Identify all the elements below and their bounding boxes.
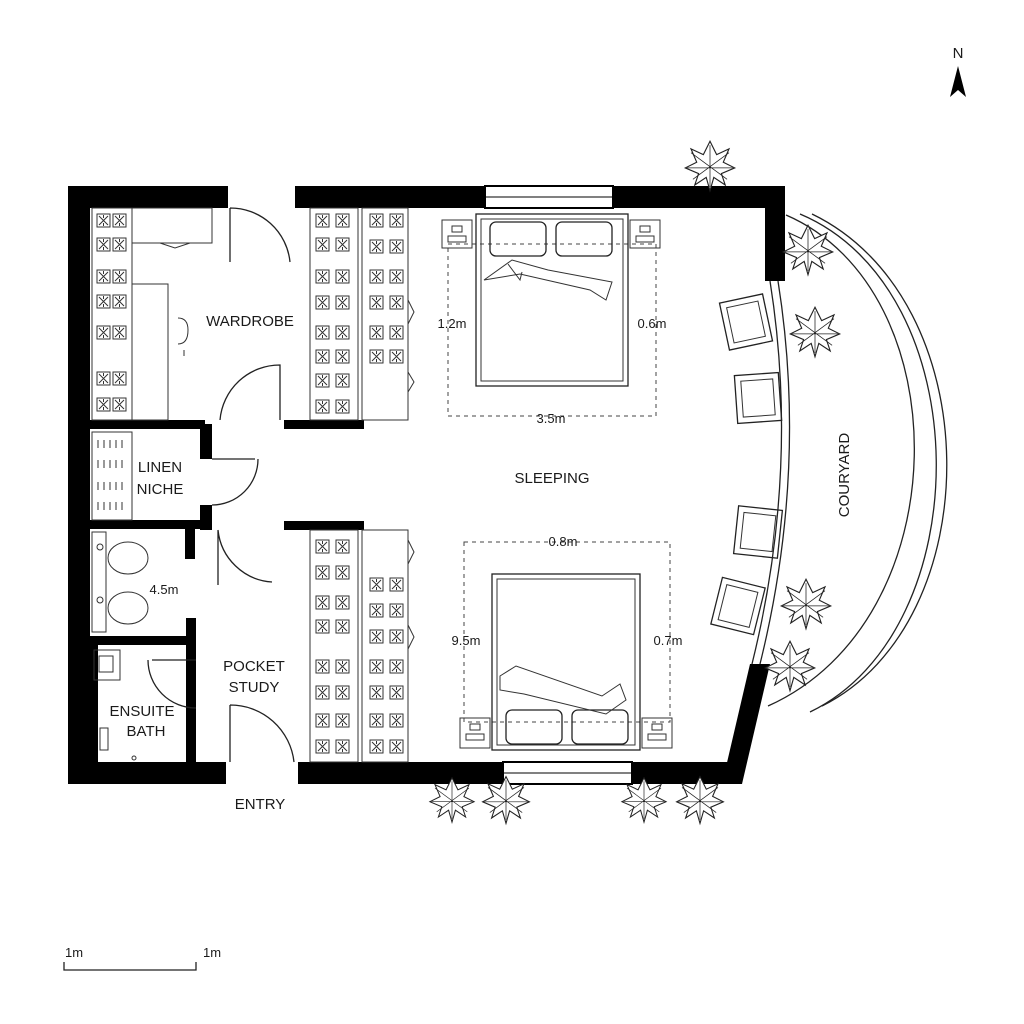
- dimension-bed1-right: 0.6m: [638, 316, 667, 331]
- dimension-bed1-left: 1.2m: [438, 316, 467, 331]
- north-label: N: [953, 45, 964, 62]
- scale-bar: 1m 1m: [63, 945, 221, 971]
- room-label-pocket-line1: POCKET: [223, 658, 285, 675]
- lounge-chairs: [710, 293, 784, 636]
- room-label-linen-line1: LINEN: [138, 459, 182, 476]
- dimension-bed2-left: 9.5m: [452, 633, 481, 648]
- room-label-linen-line2: NICHE: [137, 481, 184, 498]
- plant-icon: [684, 140, 736, 192]
- scale-label-left: 1m: [65, 945, 83, 960]
- entry: ENTRY: [229, 704, 295, 813]
- ensuite-bath: ENSUITE BATH: [93, 649, 197, 761]
- plant-icon: [789, 306, 841, 358]
- north-arrow-icon: [950, 66, 966, 97]
- wardrobe-room: WARDROBE: [91, 207, 294, 421]
- bed-top: 1.2m 0.6m 3.5m: [438, 213, 667, 426]
- room-label-entry: ENTRY: [235, 796, 286, 813]
- pocket-study: POCKET STUDY: [223, 658, 285, 696]
- wardrobe-cabinets-left: [96, 213, 127, 412]
- room-label-pocket-line2: STUDY: [229, 679, 280, 696]
- room-label-courtyard: COURYARD: [836, 433, 853, 518]
- dimension-bed2-top: 0.8m: [549, 534, 578, 549]
- room-label-ensuite-line1: ENSUITE: [109, 703, 174, 720]
- dimension-bed1-bottom: 3.5m: [537, 411, 566, 426]
- dimension-bath-width: 4.5m: [150, 582, 179, 597]
- closet-block-top: [309, 207, 415, 421]
- wc-room: 4.5m: [91, 529, 273, 633]
- plant-icon: [780, 578, 832, 630]
- room-label-sleeping: SLEEPING: [514, 470, 589, 487]
- walls: [68, 185, 785, 785]
- closet-block-bottom: [309, 529, 415, 763]
- room-label-ensuite-line2: BATH: [127, 723, 166, 740]
- courtyard: COURYARD: [751, 213, 948, 713]
- plant-icon: [429, 777, 475, 823]
- room-label-wardrobe: WARDROBE: [206, 313, 294, 330]
- linen-niche: LINEN NICHE: [91, 431, 259, 521]
- north-arrow: N: [950, 45, 966, 97]
- bed-bottom: 0.8m 9.5m 0.7m: [452, 534, 683, 751]
- plant-icon: [782, 224, 834, 276]
- dimension-bed2-right: 0.7m: [654, 633, 683, 648]
- scale-label-right: 1m: [203, 945, 221, 960]
